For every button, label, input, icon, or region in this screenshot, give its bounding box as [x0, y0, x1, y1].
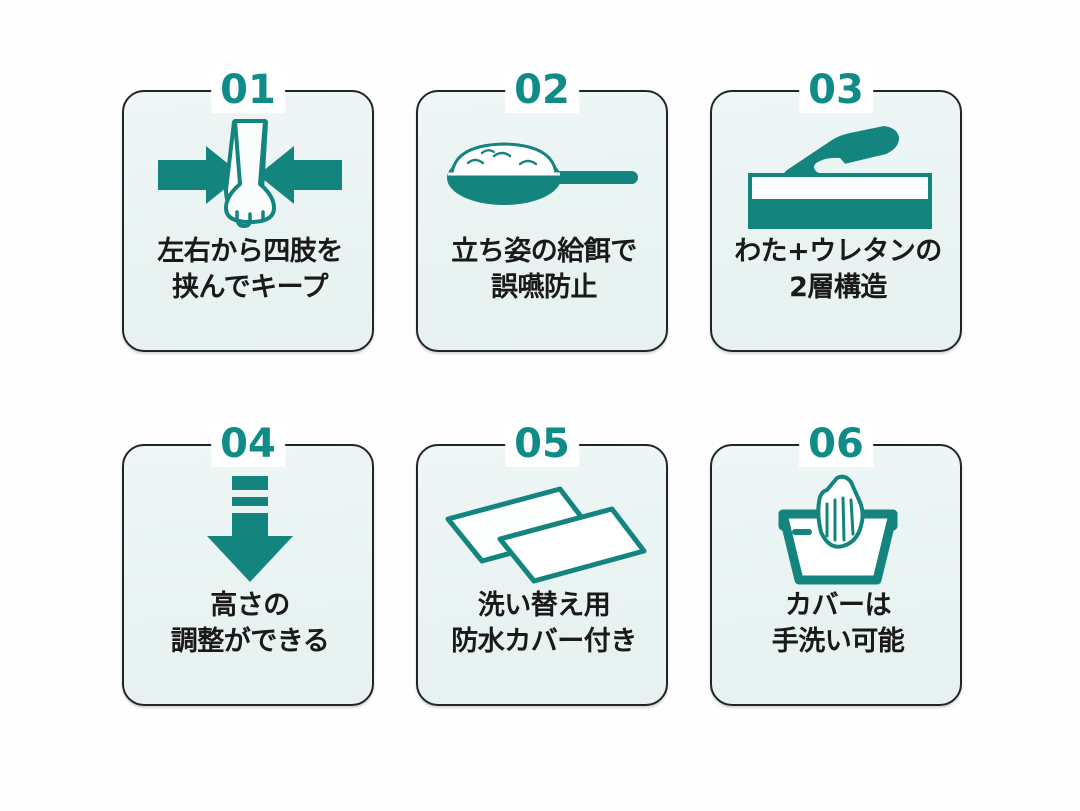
feature-card-05[interactable]: 05 洗い替え用 防水カバー付き [416, 421, 670, 706]
card-caption: 洗い替え用 防水カバー付き [418, 588, 670, 660]
card-number-badge: 06 [799, 421, 873, 467]
card-number-badge: 03 [799, 67, 873, 113]
card-number-badge: 04 [211, 421, 285, 467]
card-caption: 左右から四肢を 挟んでキープ [124, 234, 376, 306]
card-number-badge: 02 [505, 67, 579, 113]
caption-line-1: わた+ウレタンの [734, 236, 942, 267]
leg-squeeze-arrows-icon [124, 114, 376, 236]
card-number-badge: 01 [211, 67, 285, 113]
caption-line-1: 立ち姿の給餌で [451, 236, 637, 267]
hand-wash-basin-icon [712, 468, 964, 590]
caption-line-2: 防水カバー付き [451, 626, 637, 657]
feature-card-06[interactable]: 06 カバーは [710, 421, 964, 706]
two-sheets-cover-icon [418, 468, 670, 590]
caption-line-1: カバーは [785, 590, 892, 621]
feature-card-02[interactable]: 02 [416, 67, 670, 352]
caption-line-2: 調整ができる [170, 626, 330, 657]
caption-line-2: 誤嚥防止 [491, 272, 598, 303]
caption-line-1: 高さの [210, 590, 290, 621]
caption-line-2: 2層構造 [789, 272, 887, 303]
card-caption: わた+ウレタンの 2層構造 [712, 234, 964, 306]
feature-card-grid: 01 左右から四肢を 挟ん [122, 67, 964, 706]
caption-line-1: 洗い替え用 [477, 590, 611, 621]
hand-on-two-layer-mat-icon [712, 114, 964, 236]
caption-line-1: 左右から四肢を [157, 236, 343, 267]
card-caption: カバーは 手洗い可能 [712, 588, 964, 660]
card-caption: 高さの 調整ができる [124, 588, 376, 660]
caption-line-2: 挟んでキープ [171, 272, 329, 303]
feature-card-03[interactable]: 03 わた+ウレタンの 2層構造 [710, 67, 964, 352]
caption-line-2: 手洗い可能 [771, 626, 905, 657]
card-number-badge: 05 [505, 421, 579, 467]
feature-card-01[interactable]: 01 左右から四肢を 挟ん [122, 67, 376, 352]
down-arrow-height-icon [124, 468, 376, 590]
feature-card-04[interactable]: 04 高さの 調整ができる [122, 421, 376, 706]
food-spoon-icon [418, 114, 670, 236]
card-caption: 立ち姿の給餌で 誤嚥防止 [418, 234, 670, 306]
